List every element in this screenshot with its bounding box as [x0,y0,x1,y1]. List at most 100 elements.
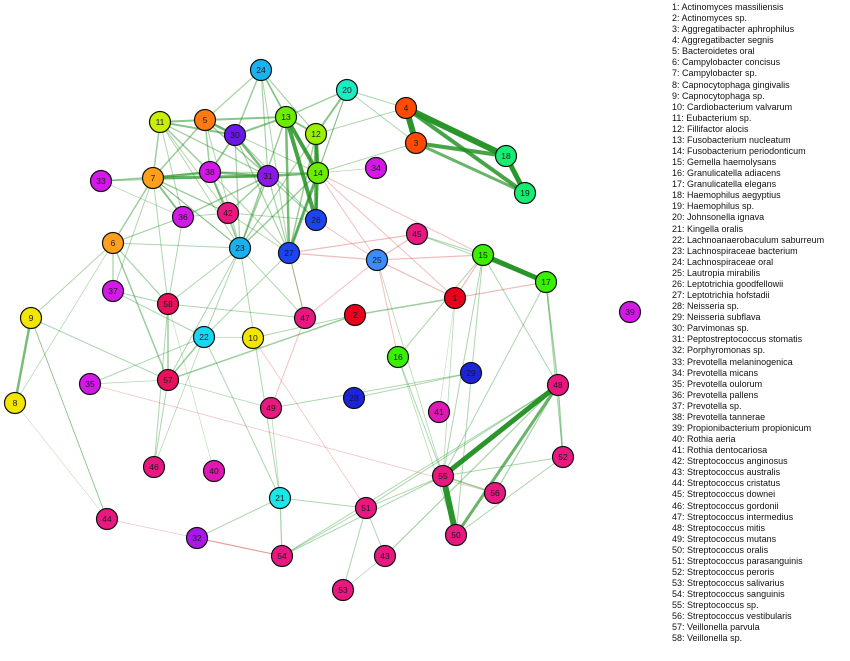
legend-item: 17: Granulicatella elegans [672,179,777,190]
node-46[interactable]: 46 [142,455,166,479]
node-44[interactable]: 44 [95,507,119,531]
node-circle-26 [304,208,328,232]
edge-44-9 [30,317,108,520]
node-label-40: 40 [209,466,219,476]
node-17[interactable]: 17 [534,270,558,294]
node-5[interactable]: 5 [193,108,217,132]
legend-number: 15 [672,157,683,168]
node-label-31: 31 [263,171,273,181]
node-20[interactable]: 20 [335,78,359,102]
node-30[interactable]: 30 [223,123,247,147]
legend-species-name: Actinomyces sp. [681,13,748,24]
legend-item: 15: Gemella haemolysans [672,157,777,168]
node-25[interactable]: 25 [365,248,389,272]
node-37[interactable]: 37 [101,279,125,303]
edge-22-37 [112,290,205,338]
node-58[interactable]: 58 [156,292,180,316]
node-circle-31 [256,164,280,188]
edge-26-25 [315,219,378,261]
node-52[interactable]: 52 [551,445,575,469]
node-8[interactable]: 8 [3,391,27,415]
node-50[interactable]: 50 [444,523,468,547]
edge-24-30 [234,69,262,136]
node-circle-18 [494,144,518,168]
node-label-2: 2 [353,310,358,320]
node-33[interactable]: 33 [89,169,113,193]
node-3[interactable]: 3 [404,131,428,155]
node-15[interactable]: 15 [471,243,495,267]
node-31[interactable]: 31 [256,164,280,188]
node-38[interactable]: 38 [198,160,222,184]
node-36[interactable]: 36 [171,205,195,229]
node-13[interactable]: 13 [274,105,298,129]
node-1[interactable]: 1 [443,286,467,310]
node-48[interactable]: 48 [546,373,570,397]
legend-item: 5: Bacteroidetes oral [672,46,755,57]
node-45[interactable]: 45 [405,222,429,246]
edge-5-13 [204,116,287,121]
node-54[interactable]: 54 [270,544,294,568]
node-14[interactable]: 14 [306,161,330,185]
legend-species-name: Parvimonas sp. [687,323,750,334]
node-label-47: 47 [300,313,310,323]
node-21[interactable]: 21 [268,486,292,510]
legend-number: 49 [672,533,683,544]
node-53[interactable]: 53 [331,578,355,602]
node-6[interactable]: 6 [101,231,125,255]
node-43[interactable]: 43 [373,544,397,568]
node-40[interactable]: 40 [202,459,226,483]
legend-species-name: Granulicatella adiacens [687,168,781,179]
edge-20-3 [346,89,417,144]
legend-species-name: Capnocytophaga gingivalis [682,79,790,90]
node-11[interactable]: 11 [148,110,172,134]
legend-species-name: Lachnospiraceae bacterium [687,245,798,256]
node-39[interactable]: 39 [618,300,642,324]
edge-7-58 [152,177,169,305]
node-42[interactable]: 42 [216,201,240,225]
edge-21-51 [279,497,367,509]
node-circle-10 [241,326,265,350]
node-56[interactable]: 56 [483,481,507,505]
node-49[interactable]: 49 [259,396,283,420]
node-41[interactable]: 41 [427,400,451,424]
node-10[interactable]: 10 [241,326,265,350]
node-19[interactable]: 19 [513,181,537,205]
node-26[interactable]: 26 [304,208,328,232]
edge-15-16 [397,254,484,358]
node-32[interactable]: 32 [185,526,209,550]
edge-15-45 [416,233,484,256]
node-51[interactable]: 51 [354,496,378,520]
node-9[interactable]: 9 [19,306,43,330]
node-55[interactable]: 55 [431,464,455,488]
legend-species-name: Granulicatella elegans [687,179,777,190]
node-12[interactable]: 12 [304,122,328,146]
legend-number: 36 [672,389,683,400]
edge-47-23 [239,247,306,319]
node-35[interactable]: 35 [78,372,102,396]
node-circle-57 [156,368,180,392]
node-47[interactable]: 47 [293,306,317,330]
node-22[interactable]: 22 [192,325,216,349]
node-circle-39 [618,300,642,324]
legend-item: 20: Johnsonella ignava [672,212,765,223]
edge-15-50 [455,254,484,536]
edge-21-23 [239,247,281,499]
node-27[interactable]: 27 [277,241,301,265]
node-16[interactable]: 16 [386,345,410,369]
node-23[interactable]: 23 [228,236,252,260]
edge-4-12 [315,107,407,135]
legend-number: 27 [672,290,683,301]
node-2[interactable]: 2 [343,303,367,327]
legend-number: 31 [672,334,683,345]
node-24[interactable]: 24 [249,58,273,82]
node-28[interactable]: 28 [342,386,366,410]
node-4[interactable]: 4 [394,96,418,120]
edge-29-49 [270,372,472,409]
legend-item: 54: Streptococcus sanguinis [672,589,785,600]
node-34[interactable]: 34 [364,156,388,180]
edge-6-57 [112,242,169,381]
node-18[interactable]: 18 [494,144,518,168]
node-29[interactable]: 29 [459,361,483,385]
node-57[interactable]: 57 [156,368,180,392]
node-7[interactable]: 7 [141,166,165,190]
